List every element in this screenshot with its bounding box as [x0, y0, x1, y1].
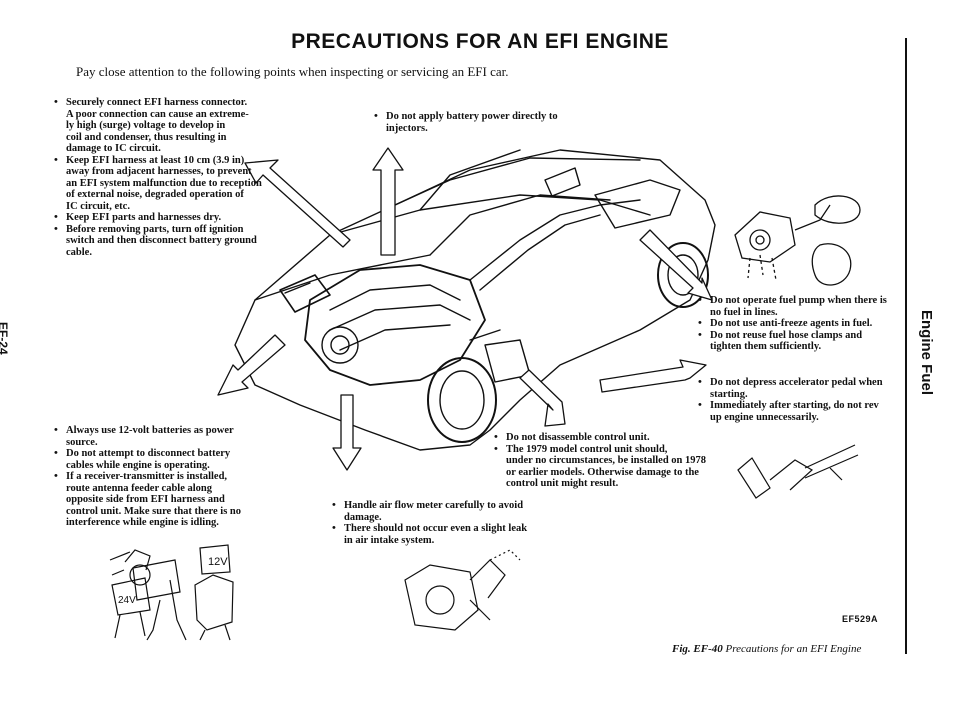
- list-item: Do not depress accelerator pedal when st…: [696, 377, 906, 400]
- notes-top-center: Do not apply battery power directly to i…: [372, 111, 602, 134]
- notes-bottom-center: Do not disassemble control unit. The 197…: [492, 432, 732, 490]
- list-item: Do not use anti-freeze agents in fuel.: [696, 318, 906, 330]
- margin-rule: [905, 38, 907, 654]
- page-subtitle: Pay close attention to the following poi…: [76, 64, 509, 79]
- list-item: Do not reuse fuel hose clamps and tighte…: [696, 330, 906, 353]
- battery-label-12v: 12V: [208, 556, 228, 568]
- figure-caption-text: Precautions for an EFI Engine: [725, 643, 862, 655]
- list-item: Keep EFI harness at least 10 cm (3.9 in)…: [52, 155, 272, 213]
- figure-caption: Fig. EF-40 Precautions for an EFI Engine: [672, 643, 861, 655]
- list-item: There should not occur even a slight lea…: [330, 523, 560, 546]
- list-item: Before removing parts, turn off ignition…: [52, 224, 272, 259]
- list-item: Do not operate fuel pump when there is n…: [696, 295, 906, 318]
- list-item: Do not attempt to disconnect battery cab…: [52, 448, 277, 471]
- list-item: The 1979 model control unit should, unde…: [492, 444, 732, 490]
- notes-right-upper: Do not operate fuel pump when there is n…: [696, 295, 906, 353]
- notes-right-lower: Do not depress accelerator pedal when st…: [696, 377, 906, 423]
- list-item: Do not apply battery power directly to i…: [372, 111, 602, 134]
- page-title: PRECAUTIONS FOR AN EFI ENGINE: [291, 30, 669, 53]
- notes-bottom-airflow: Handle air flow meter carefully to avoid…: [330, 500, 560, 546]
- notes-top-left: Securely connect EFI harness connector. …: [52, 97, 272, 258]
- list-item: Securely connect EFI harness connector. …: [52, 97, 272, 155]
- list-item: Handle air flow meter carefully to avoid…: [330, 500, 560, 523]
- battery-label-24v: 24V: [118, 595, 136, 606]
- list-item: Do not disassemble control unit.: [492, 432, 732, 444]
- notes-bottom-left: Always use 12-volt batteries as power so…: [52, 425, 277, 529]
- figure-caption-label: Fig. EF-40: [672, 643, 723, 655]
- figure-code: EF529A: [842, 614, 879, 624]
- list-item: Always use 12-volt batteries as power so…: [52, 425, 277, 448]
- list-item: If a receiver-transmitter is installed, …: [52, 471, 277, 529]
- list-item: Keep EFI parts and harnesses dry.: [52, 212, 272, 224]
- list-item: Immediately after starting, do not rev u…: [696, 400, 906, 423]
